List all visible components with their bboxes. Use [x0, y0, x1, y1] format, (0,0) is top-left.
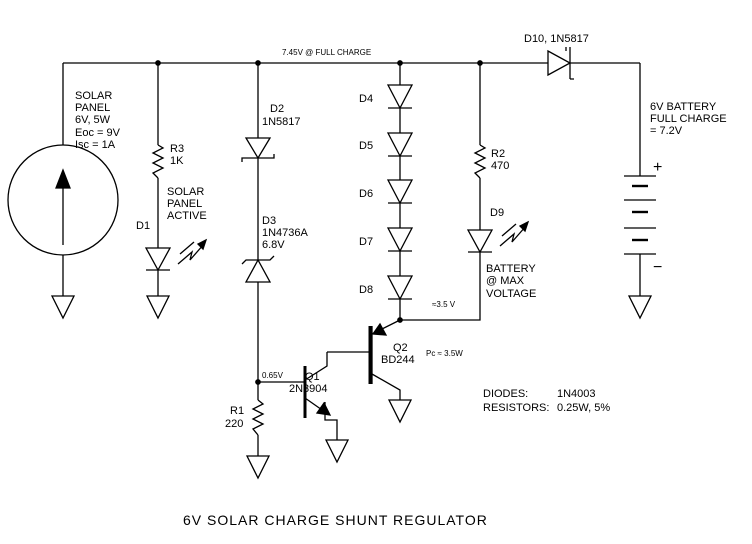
battery-label-line: 6V BATTERY	[650, 101, 717, 113]
node-voltage-065: 0.65V	[262, 371, 284, 380]
d3-name: D3	[262, 215, 276, 227]
q1-transistor-symbol	[303, 366, 332, 418]
panel-active-label-line: ACTIVE	[167, 210, 207, 222]
solar-panel-source-symbol	[7, 144, 119, 256]
d2-name: D2	[270, 103, 284, 115]
battery-max-label-line: @ MAX	[486, 275, 525, 287]
d10-label: D10, 1N5817	[524, 33, 589, 45]
panel-active-label-line: PANEL	[167, 198, 202, 210]
diagram-title: 6V SOLAR CHARGE SHUNT REGULATOR	[183, 512, 488, 528]
d3-part: 1N4736A	[262, 227, 309, 239]
battery-minus-sign: −	[653, 259, 662, 276]
q2-power-label: Pc ≈ 3.5W	[426, 349, 463, 358]
battery-max-label-line: VOLTAGE	[486, 288, 536, 300]
node-voltage-3v5: ≈3.5 V	[432, 300, 456, 309]
d3-value: 6.8V	[262, 239, 285, 251]
battery-max-label: BATTERY @ MAX VOLTAGE	[486, 263, 536, 300]
wires	[62, 62, 641, 456]
battery-label-line: = 7.2V	[650, 125, 683, 137]
q1-name: Q1	[305, 371, 320, 383]
d1-led-symbol	[144, 238, 208, 272]
r1-resistor-symbol	[251, 399, 265, 436]
resistors-note-label: RESISTORS:	[483, 402, 549, 414]
diodes-note-label: DIODES:	[483, 388, 528, 400]
d5-name: D5	[359, 140, 373, 152]
r2-name: R2	[491, 148, 505, 160]
d6-name: D6	[359, 188, 373, 200]
q2-transistor-symbol	[368, 322, 388, 384]
d10-schottky-diode-symbol	[540, 47, 578, 80]
solar-panel-label-line: Eoc = 9V	[75, 127, 121, 139]
q2-name: Q2	[393, 342, 408, 354]
battery-plus-sign: +	[653, 159, 662, 176]
d7-name: D7	[359, 236, 373, 248]
solar-panel-label-line: PANEL	[75, 102, 110, 114]
d9-name: D9	[490, 207, 504, 219]
resistors-note-value: 0.25W, 5%	[557, 402, 610, 414]
r2-value: 470	[491, 160, 509, 172]
d4-name: D4	[359, 93, 373, 105]
diodes-note-value: 1N4003	[557, 388, 596, 400]
solar-panel-label-line: SOLAR	[75, 90, 112, 102]
d2-part: 1N5817	[262, 116, 301, 128]
q2-part: BD244	[381, 354, 415, 366]
d2-schottky-diode-symbol	[241, 137, 275, 162]
rail-voltage-label: 7.45V @ FULL CHARGE	[282, 48, 371, 57]
battery-symbol	[624, 175, 656, 255]
d8-name: D8	[359, 284, 373, 296]
q1-part: 2N3904	[289, 383, 328, 395]
d9-led-symbol	[466, 220, 530, 254]
panel-active-label: SOLAR PANEL ACTIVE	[167, 186, 207, 222]
diode-string-symbols	[386, 84, 414, 301]
solar-panel-label: SOLAR PANEL 6V, 5W Eoc = 9V Isc = 1A	[75, 90, 121, 151]
d1-name: D1	[136, 220, 150, 232]
r2-resistor-symbol	[473, 144, 487, 179]
battery-label: 6V BATTERY FULL CHARGE = 7.2V	[650, 101, 727, 137]
solar-panel-label-line: 6V, 5W	[75, 114, 111, 126]
r3-value: 1K	[170, 155, 184, 167]
junction-dots	[155, 60, 483, 385]
r1-name: R1	[230, 405, 244, 417]
battery-label-line: FULL CHARGE	[650, 113, 727, 125]
solar-panel-label-line: Isc = 1A	[75, 139, 116, 151]
r1-value: 220	[225, 418, 243, 430]
r3-resistor-symbol	[151, 144, 165, 179]
diode-string-labels: D4 D5 D6 D7 D8	[359, 93, 373, 296]
r3-name: R3	[170, 143, 184, 155]
component-notes: DIODES: 1N4003 RESISTORS: 0.25W, 5%	[483, 388, 610, 414]
battery-max-label-line: BATTERY	[486, 263, 536, 275]
ground-symbols	[50, 295, 653, 480]
panel-active-label-line: SOLAR	[167, 186, 204, 198]
d3-zener-diode-symbol	[241, 255, 275, 283]
